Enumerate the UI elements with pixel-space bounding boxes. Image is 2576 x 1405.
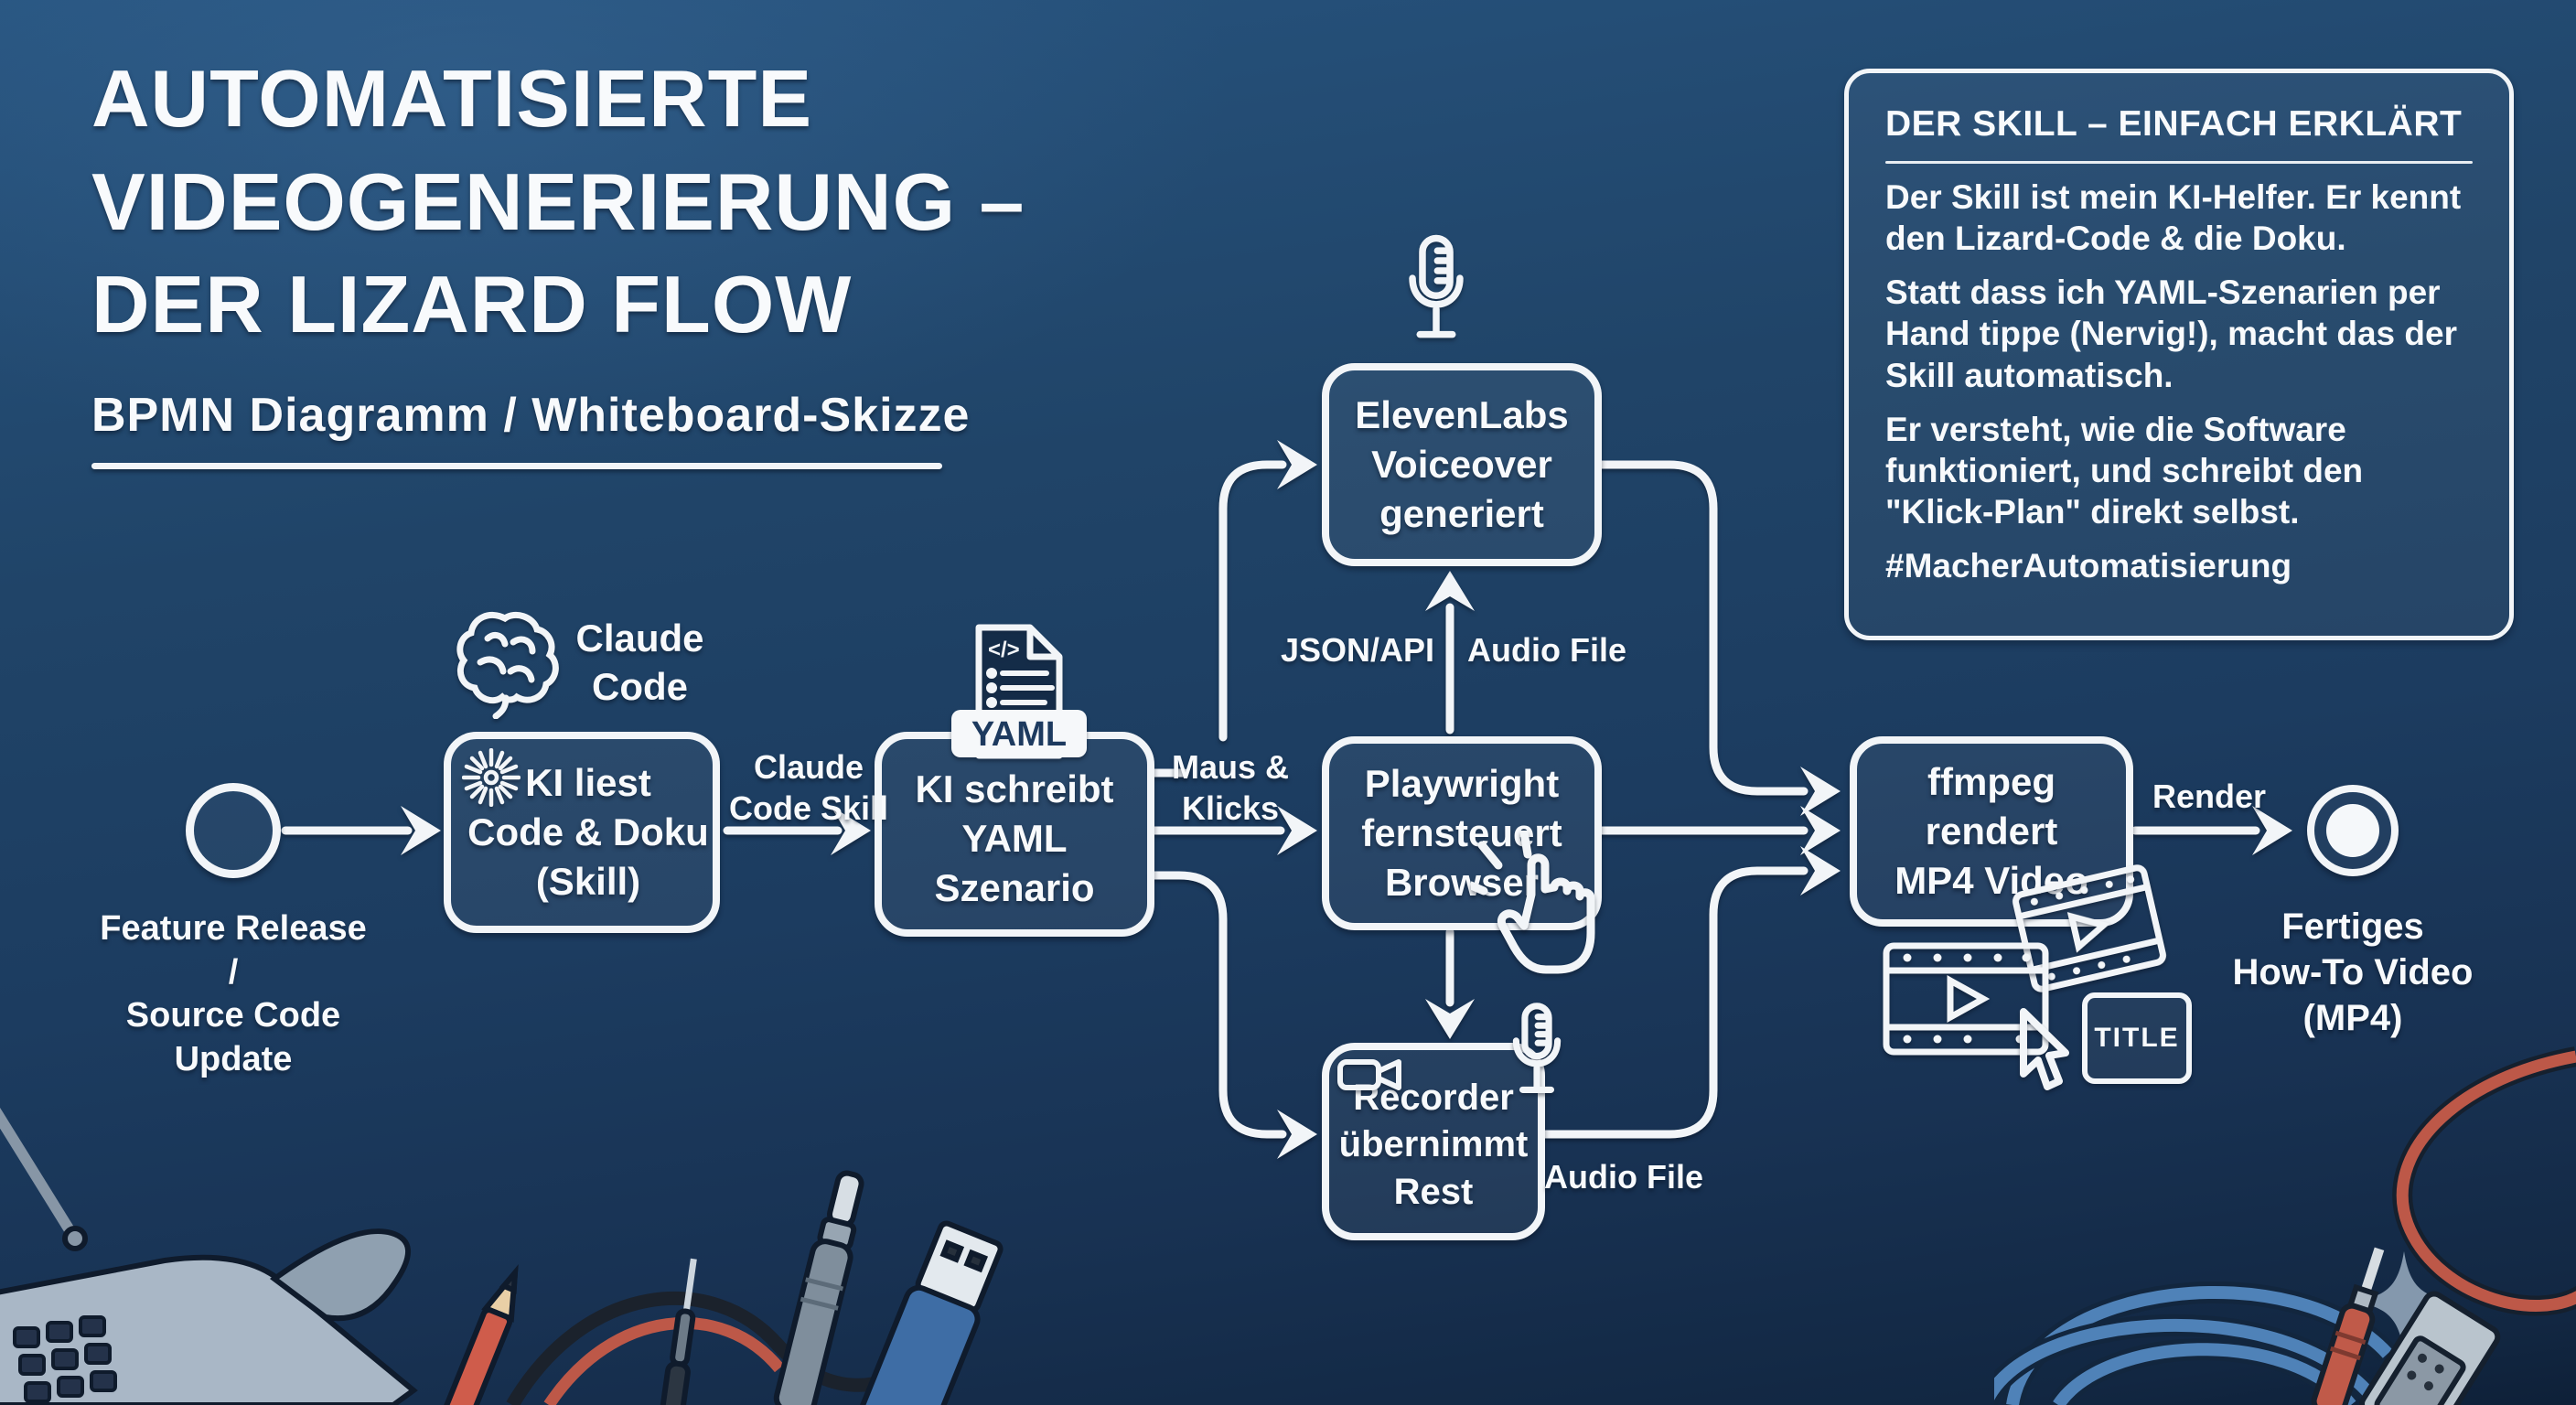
end-event-label: Fertiges How-To Video (MP4)	[2232, 906, 2474, 1038]
video-camera-icon	[1337, 1059, 1401, 1090]
edge-label-maus-klicks: Maus & Klicks	[1171, 748, 1290, 827]
start-event	[186, 783, 281, 878]
task-ki-liest: KI liest Code & Doku (Skill)	[444, 732, 720, 933]
info-box-divider	[1885, 161, 2473, 164]
brain-icon	[456, 611, 559, 719]
edge-label-render: Render	[2152, 778, 2267, 815]
yaml-file-icon: </> YAML	[951, 624, 1087, 759]
info-hashtag: #MacherAutomatisierung	[1885, 547, 2292, 585]
decorative-tools-left	[0, 1107, 1004, 1405]
microphone-icon	[1409, 234, 1464, 338]
claude-code-label: Claude Code	[575, 617, 704, 708]
page-subtitle: BPMN Diagramm / Whiteboard-Skizze	[91, 389, 971, 442]
subtitle-underline	[91, 463, 942, 469]
skill-info-box: DER SKILL – EINFACH ERKLÄRT Der Skill is…	[1844, 69, 2514, 640]
start-event-label: Feature Release / Source Code Update	[100, 909, 367, 1078]
task-ki-liest-label: KI liest Code & Doku (Skill)	[467, 761, 709, 903]
title-badge: TITLE	[2082, 992, 2192, 1084]
edge-label-audio-file-top: Audio File	[1467, 631, 1626, 669]
task-ffmpeg-label: ffmpeg rendert MP4 Video	[1894, 760, 2088, 902]
task-elevenlabs: ElevenLabs Voiceover generiert	[1322, 363, 1602, 566]
edge-label-json-api: JSON/API	[1280, 631, 1434, 669]
decorative-cables-right	[1994, 1046, 2576, 1405]
title-badge-text: TITLE	[2094, 1023, 2180, 1053]
task-ffmpeg: ffmpeg rendert MP4 Video	[1850, 736, 2133, 927]
info-box-heading: DER SKILL – EINFACH ERKLÄRT	[1885, 104, 2463, 144]
click-cursor-icon	[1471, 831, 1595, 974]
task-playwright-label: Playwright fernsteuert Browser	[1361, 762, 1562, 904]
yaml-badge-text: YAML	[971, 715, 1067, 754]
info-paragraph-2: Statt dass ich YAML-Szenarien per Hand t…	[1885, 273, 2457, 394]
edge-label-audio-file-bottom: Audio File	[1544, 1158, 1703, 1196]
info-paragraph-3: Er versteht, wie die Software funktionie…	[1885, 410, 2364, 531]
edge-label-claude-code-skill: Claude Code Skill	[728, 748, 889, 827]
task-ki-schreibt-yaml-label: KI schreibt YAML Szenario	[915, 767, 1114, 909]
task-ki-schreibt-yaml: KI schreibt YAML Szenario	[875, 732, 1154, 937]
task-elevenlabs-label: ElevenLabs Voiceover generiert	[1355, 393, 1569, 535]
sparkle-icon	[462, 748, 521, 807]
end-event	[2307, 785, 2399, 876]
page-title: AUTOMATISIERTE VIDEOGENERIERUNG – DER LI…	[91, 53, 1025, 350]
svg-text:</>: </>	[988, 638, 1020, 662]
arrow-cursor-icon	[2020, 1008, 2069, 1090]
task-playwright: Playwright fernsteuert Browser	[1322, 736, 1602, 930]
microphone-icon-recorder	[1512, 1003, 1562, 1093]
end-event-inner	[2326, 804, 2379, 857]
info-paragraph-1: Der Skill ist mein KI-Helfer. Er kennt d…	[1885, 178, 2462, 258]
